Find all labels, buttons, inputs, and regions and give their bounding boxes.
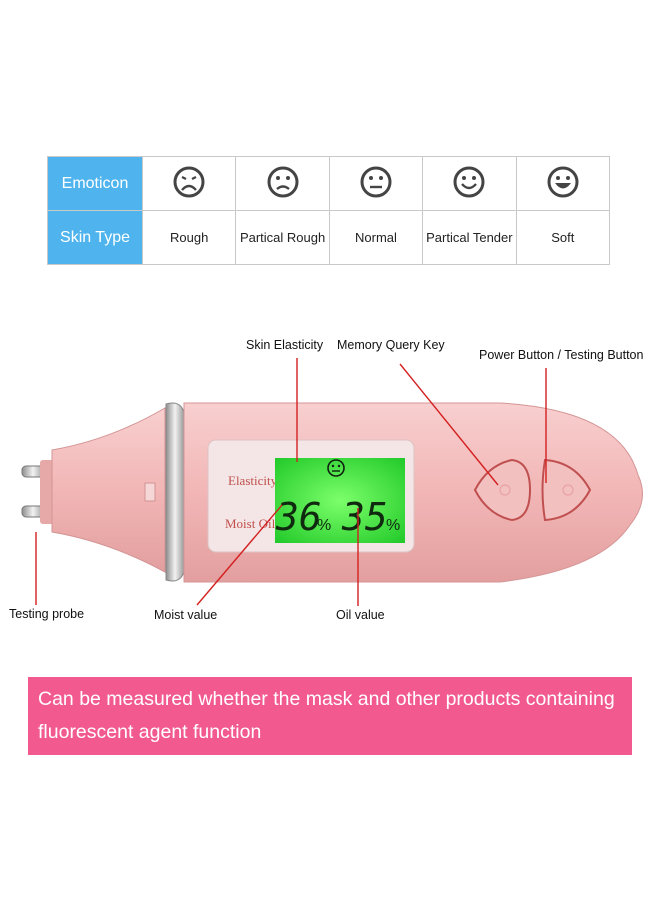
- skin-type-label: Normal: [328, 210, 424, 265]
- testing-probe-callout: Testing probe: [9, 607, 85, 621]
- emoticon-cell-rough: [141, 156, 237, 211]
- oil-value-callout: Oil value: [336, 608, 385, 622]
- oil-percent-sign: %: [386, 517, 400, 534]
- banner-line-2: fluorescent agent function: [38, 721, 262, 743]
- skin-type-row: Skin Type Rough Partical Rough Normal Pa…: [47, 210, 611, 265]
- skin-type-label: Rough: [141, 210, 237, 265]
- memory-query-key-callout: Memory Query Key: [337, 338, 445, 352]
- neutral-face-icon: [360, 166, 392, 198]
- skin-type-label: Partical Tender: [422, 210, 517, 265]
- skin-type-label: Soft: [515, 210, 611, 265]
- moist-oil-screen-label: Moist Oil: [225, 516, 276, 531]
- grin-face-icon: [547, 166, 579, 198]
- chrome-ring: [165, 402, 185, 582]
- elasticity-screen-label: Elasticity: [228, 473, 278, 488]
- lcd-neutral-face-icon: [327, 459, 345, 477]
- skin-type-label: Partical Rough: [235, 210, 330, 265]
- callout-lines: [35, 358, 547, 606]
- emoticon-cell-partical-rough: [235, 156, 330, 211]
- info-banner: Can be measured whether the mask and oth…: [28, 677, 632, 755]
- oil-value-readout: 35: [341, 495, 388, 539]
- lcd-display: [275, 458, 405, 543]
- emoticon-cell-soft: [515, 156, 611, 211]
- sad-face-icon: [267, 166, 299, 198]
- memory-query-key[interactable]: [473, 458, 532, 522]
- smile-face-icon: [453, 166, 485, 198]
- skin-type-header: Skin Type: [47, 210, 143, 265]
- skin-analyzer-device: Elasticity Moist Oil 36 % 35 %: [21, 358, 643, 606]
- moist-percent-sign: %: [317, 517, 331, 534]
- emoticon-cell-normal: [328, 156, 424, 211]
- emoticon-cell-partical-tender: [422, 156, 517, 211]
- power-button-callout: Power Button / Testing Button: [479, 348, 644, 362]
- moist-value-readout: 36: [275, 495, 322, 539]
- power-button[interactable]: [541, 458, 592, 522]
- emoticon-row: Emoticon: [47, 156, 611, 211]
- skin-elasticity-callout: Skin Elasticity: [246, 338, 324, 352]
- moist-value-callout: Moist value: [154, 608, 218, 622]
- emoticon-header: Emoticon: [47, 156, 143, 211]
- skin-type-table: Emoticon: [47, 156, 611, 265]
- very-sad-face-icon: [173, 166, 205, 198]
- device-nozzle: [51, 407, 166, 573]
- testing-probe: [21, 460, 54, 524]
- banner-line-1: Can be measured whether the mask and oth…: [38, 688, 615, 710]
